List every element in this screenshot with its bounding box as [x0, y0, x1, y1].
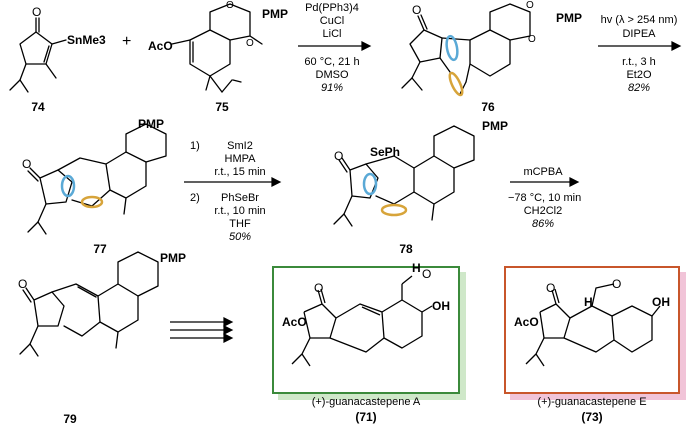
step3-label-2: 2): [190, 192, 200, 204]
guanacastepene-e-number: (73): [581, 410, 603, 424]
guanacastepene-a-name: (+)-guanacastepene A: [311, 396, 421, 408]
atom-o-76b: O: [528, 34, 536, 45]
step4-yield: 86%: [531, 218, 555, 230]
atom-o-77: O: [22, 157, 32, 171]
compound-74-structure: [9, 17, 67, 93]
arrow-step1-head: [361, 41, 372, 51]
compound-number-74: 74: [31, 100, 45, 114]
pmp-75: PMP: [262, 7, 289, 21]
guanacastepene-e-name: (+)-guanacastepene E: [537, 396, 647, 408]
atom-o-75b: O: [246, 38, 254, 49]
step2-reagent-1: hv (λ > 254 nm): [600, 14, 678, 26]
step4-condition-2: CH2Cl2: [523, 205, 563, 217]
step3-condition-2: THF: [229, 218, 251, 230]
orange-highlight-76: [448, 71, 464, 97]
step1-yield: 91%: [320, 82, 344, 94]
step3-reagent-3: r.t., 15 min: [214, 166, 266, 178]
arrow-step2-head: [671, 41, 682, 51]
blue-highlight-78: [362, 172, 378, 196]
step3-label-1: 1): [190, 140, 200, 152]
acetate-71: AcO: [282, 315, 307, 329]
compound-77-structure: [27, 123, 167, 235]
compound-78-structure: [333, 125, 475, 227]
atom-o-76: O: [412, 3, 422, 17]
compound-number-76: 76: [481, 100, 495, 114]
atom-o-78: O: [334, 149, 344, 163]
step1-condition-2: DMSO: [315, 69, 349, 81]
substituent-snme3: SnMe3: [67, 33, 106, 47]
guanacastepene-a-box: [272, 266, 460, 394]
ring-o-73: O: [612, 277, 622, 291]
step3-reagent-2: HMPA: [224, 153, 256, 165]
compound-number-78: 78: [399, 242, 413, 256]
atom-o-71: O: [314, 281, 324, 295]
oh-73: OH: [652, 295, 670, 309]
guanacastepene-a-number: (71): [355, 410, 377, 424]
pmp-77: PMP: [138, 117, 165, 131]
compound-79-structure: [19, 251, 159, 357]
step3-yield: 50%: [228, 231, 252, 243]
h-73: H: [584, 295, 593, 309]
step3-reagent-4: PhSeBr: [221, 192, 259, 204]
step2-condition-2: Et2O: [626, 69, 652, 81]
atom-o-73: O: [546, 281, 556, 295]
compound-number-79: 79: [63, 412, 77, 426]
compound-number-75: 75: [215, 100, 229, 114]
oh-71: OH: [432, 299, 450, 313]
guanacastepene-e-box: [504, 266, 680, 394]
atom-o-75a: O: [226, 0, 234, 11]
arrow-step3-head: [271, 177, 282, 187]
step2-condition-1: r.t., 3 h: [622, 56, 656, 68]
step4-condition-1: −78 °C, 10 min: [508, 192, 582, 204]
compound-75-structure: [171, 3, 263, 93]
step2-yield: 82%: [627, 82, 651, 94]
pmp-78: PMP: [482, 119, 509, 133]
step4-reagent-1: mCPBA: [523, 166, 563, 178]
orange-highlight-78: [380, 203, 408, 217]
compound-number-77: 77: [93, 242, 107, 256]
blue-highlight-76: [445, 34, 459, 62]
acetate-75: AcO: [148, 39, 173, 53]
atom-o-74: O: [32, 5, 42, 19]
bond-highlights: [60, 34, 464, 217]
aldehyde-o-71: O: [422, 267, 432, 281]
step1-reagent-3: LiCl: [322, 28, 342, 40]
atom-o-76a: O: [526, 0, 534, 11]
reaction-arrows: [170, 41, 682, 343]
step3-reagent-1: SmI2: [227, 140, 253, 152]
plus-sign: +: [122, 33, 132, 50]
step3-condition-1: r.t., 10 min: [214, 205, 266, 217]
aldehyde-h-71: H: [412, 261, 421, 275]
pmp-76: PMP: [556, 11, 583, 25]
step2-reagent-2: DIPEA: [622, 28, 656, 40]
blue-highlight-77: [60, 174, 76, 198]
step1-reagent-1: Pd(PPh3)4: [305, 2, 359, 14]
seleno-78: SePh: [370, 145, 401, 159]
arrow-step4-head: [569, 177, 580, 187]
compound-76-structure: [401, 3, 531, 95]
step1-condition-1: 60 °C, 21 h: [304, 56, 360, 68]
pmp-79: PMP: [160, 251, 187, 265]
orange-highlight-77: [80, 195, 104, 209]
acetate-73: AcO: [514, 315, 539, 329]
step1-reagent-2: CuCl: [319, 15, 345, 27]
atom-o-79: O: [18, 277, 28, 291]
